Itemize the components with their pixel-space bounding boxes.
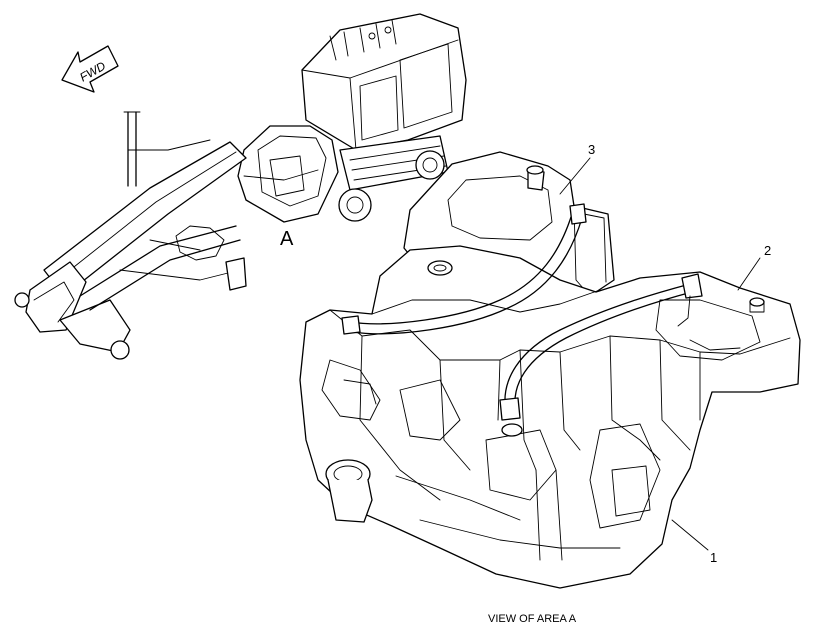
leader-line-1 <box>671 519 709 551</box>
hose-lines <box>341 203 703 421</box>
callout-leaders <box>559 157 761 551</box>
machine-overview: A <box>14 13 467 360</box>
fuel-tank-assembly <box>299 151 801 589</box>
forward-arrow-icon: FWD <box>61 45 119 93</box>
leader-line-3 <box>559 157 591 195</box>
callout-label-3: 3 <box>588 142 595 157</box>
leader-line-2 <box>737 257 761 291</box>
callout-label-1: 1 <box>710 550 717 565</box>
view-caption: VIEW OF AREA A <box>488 613 577 625</box>
area-marker-label: A <box>280 228 294 250</box>
callout-label-2: 2 <box>764 243 771 258</box>
